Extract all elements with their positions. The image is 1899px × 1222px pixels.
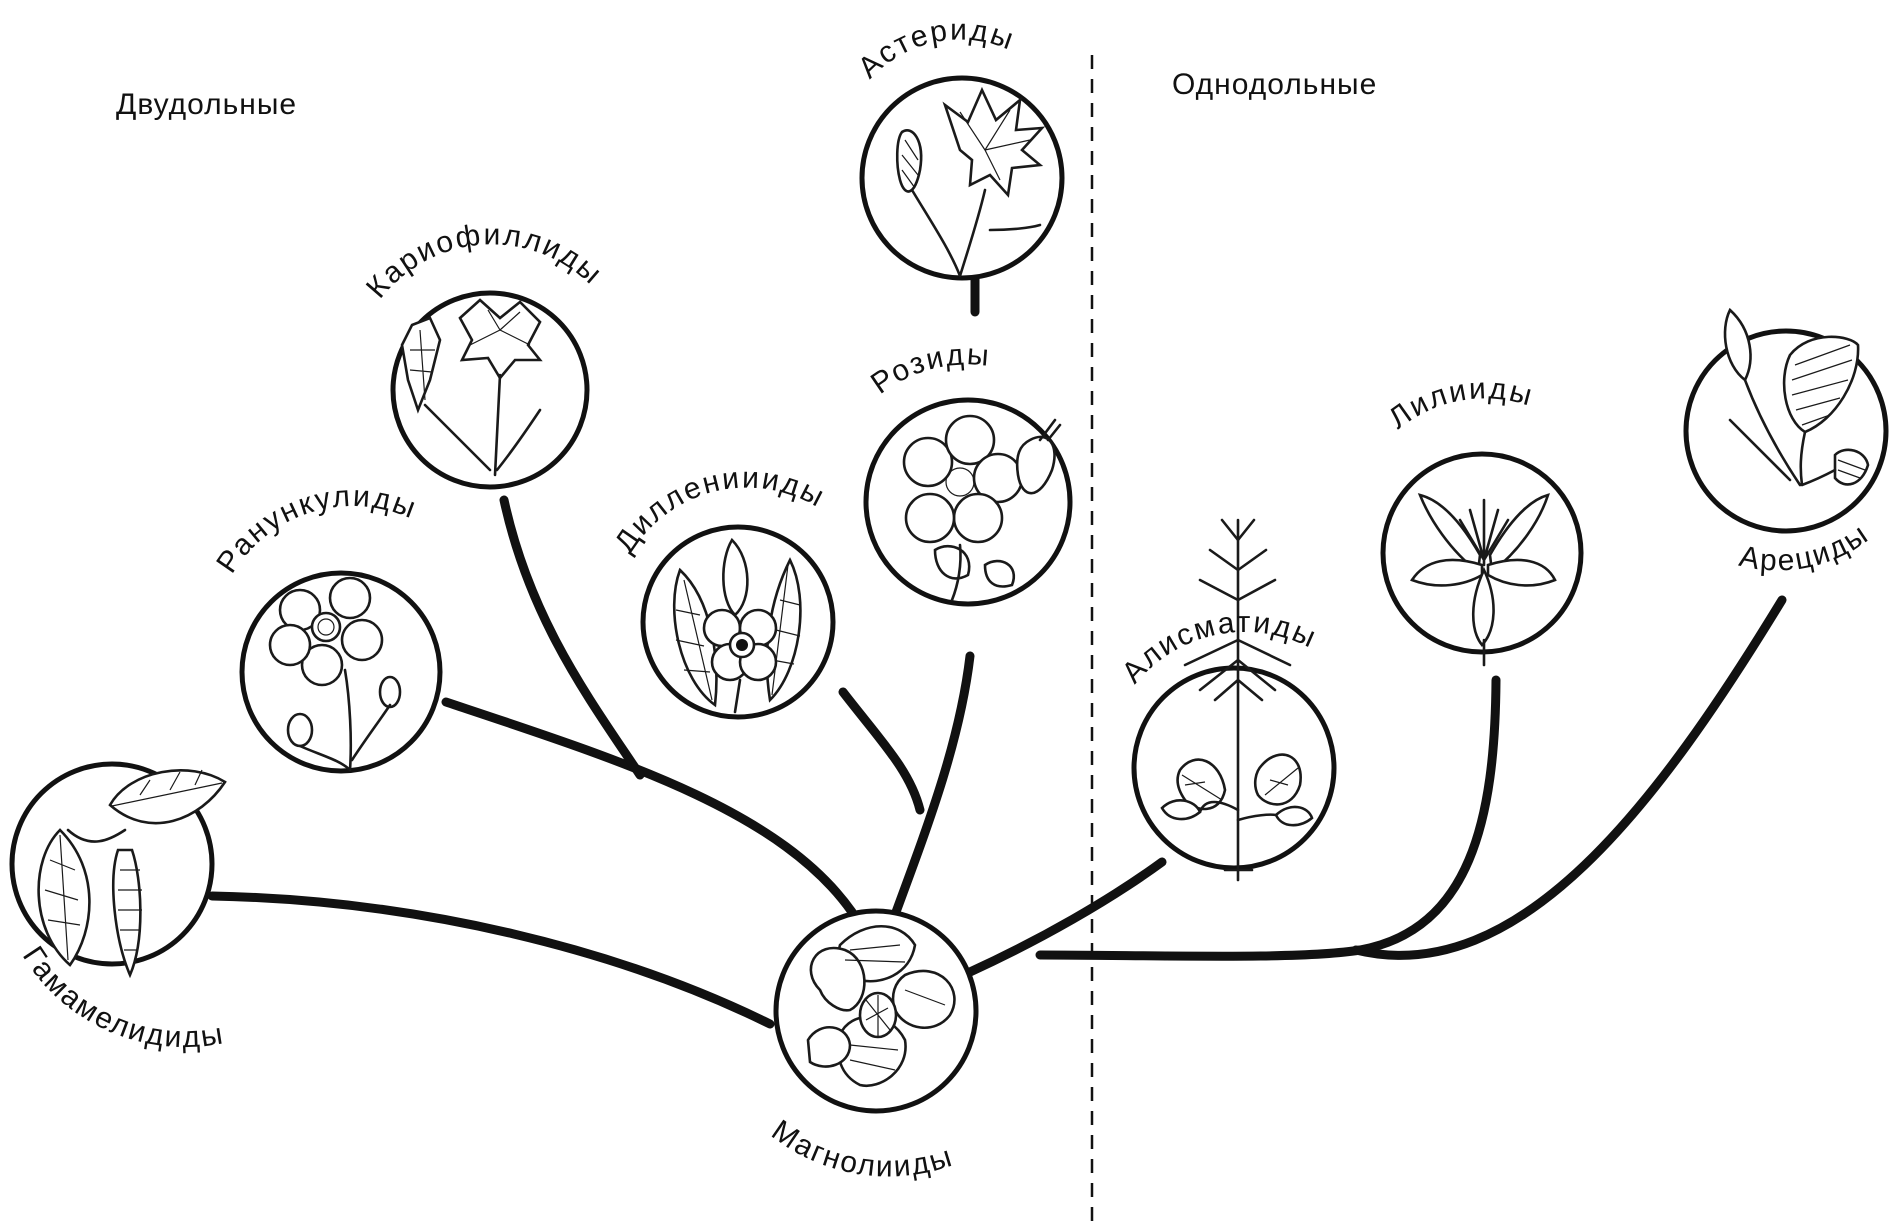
caryophyllids-node — [390, 290, 590, 490]
ranunculids-label: Ранункулиды — [210, 480, 421, 579]
dicots-group-label: Двудольные — [116, 88, 297, 121]
birch-leaf-icon — [37, 769, 227, 979]
branch-dilleniids — [838, 687, 925, 815]
arum-plant-icon — [1723, 307, 1870, 487]
liliids-node — [1380, 451, 1584, 667]
rosids-label: Розиды — [865, 338, 992, 400]
magnoliids-node — [773, 908, 979, 1114]
alisma-plant-icon — [1160, 518, 1314, 882]
dilleniids-node — [640, 524, 836, 720]
buttercup-flower-icon — [268, 576, 402, 772]
rose-flower-icon — [902, 414, 1062, 602]
monocots-group-label: Однодольные — [1172, 68, 1377, 101]
magnolia-flower-icon — [806, 924, 956, 1088]
carnation-flower-icon — [400, 298, 543, 477]
asterids-node — [859, 75, 1065, 281]
branch-hamamelids — [207, 891, 775, 1029]
branch-liliids — [1355, 675, 1501, 955]
branch-ranunculids — [441, 697, 857, 917]
branch-monocot-trunk — [1035, 945, 1365, 961]
dillenia-flower-icon — [672, 537, 802, 714]
hamamelids-node — [9, 761, 227, 979]
magnoliids-label: Магнолииды — [766, 1114, 958, 1184]
rosids-node — [863, 397, 1073, 607]
branch-caryophyllids — [499, 495, 645, 780]
liliids-label: Лилииды — [1383, 372, 1538, 435]
alismatids-node — [1131, 518, 1337, 882]
asterids-label: Астериды — [852, 14, 1019, 85]
branch-arecids — [1351, 595, 1787, 960]
cornflower-icon — [895, 86, 1046, 278]
tree-branches — [207, 271, 1787, 1029]
arecids-node — [1683, 307, 1889, 534]
ranunculids-node — [239, 570, 443, 774]
branch-alismatids — [965, 857, 1167, 977]
lily-flower-icon — [1410, 493, 1557, 667]
branch-rosids — [891, 651, 975, 917]
